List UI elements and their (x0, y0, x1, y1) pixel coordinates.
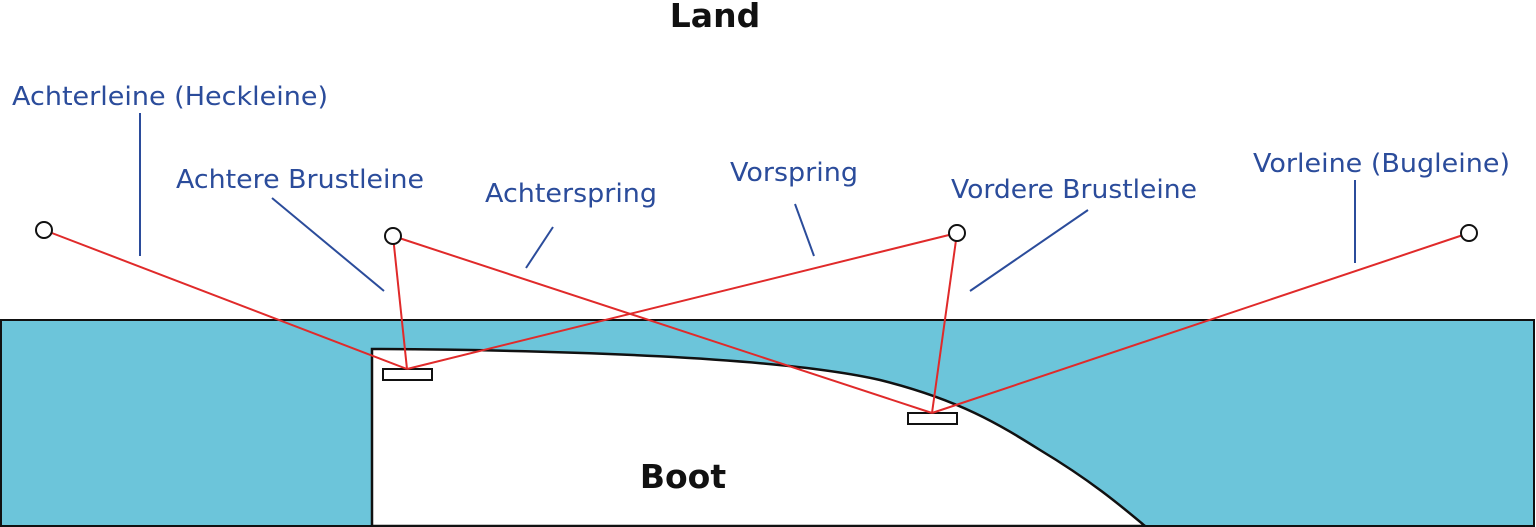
label-leaders (139, 113, 1356, 292)
vorspring-rope (406, 232, 958, 370)
bow-cleat (907, 412, 958, 425)
achtere-brustleine-leader (271, 197, 385, 292)
bollard (384, 227, 402, 245)
vordere-brustleine-rope (931, 232, 958, 414)
achterspring-rope (392, 235, 933, 414)
land-label: Land (670, 0, 760, 35)
boat-hull (370, 347, 1149, 527)
mooring-lines (43, 229, 1470, 414)
achterleine-rope (43, 229, 408, 370)
boat-label: Boot (640, 457, 726, 496)
achtere-brustleine-label: Achtere Brustleine (176, 165, 424, 195)
bollard (1460, 224, 1478, 242)
achterspring-leader (525, 226, 554, 269)
vorleine-rope (931, 232, 1470, 414)
vorspring-leader (794, 203, 815, 257)
achterleine-label: Achterleine (Heckleine) (12, 82, 328, 112)
vorleine-label: Vorleine (Bugleine) (1253, 149, 1510, 179)
vordere-brustleine-leader (969, 209, 1089, 292)
stern-cleat (382, 368, 433, 381)
vordere-brustleine-label: Vordere Brustleine (951, 175, 1197, 205)
achtere-brustleine-rope (392, 235, 408, 370)
bollard (35, 221, 53, 239)
achterspring-label: Achterspring (485, 179, 657, 209)
vorspring-label: Vorspring (730, 158, 858, 188)
bollard (948, 224, 966, 242)
